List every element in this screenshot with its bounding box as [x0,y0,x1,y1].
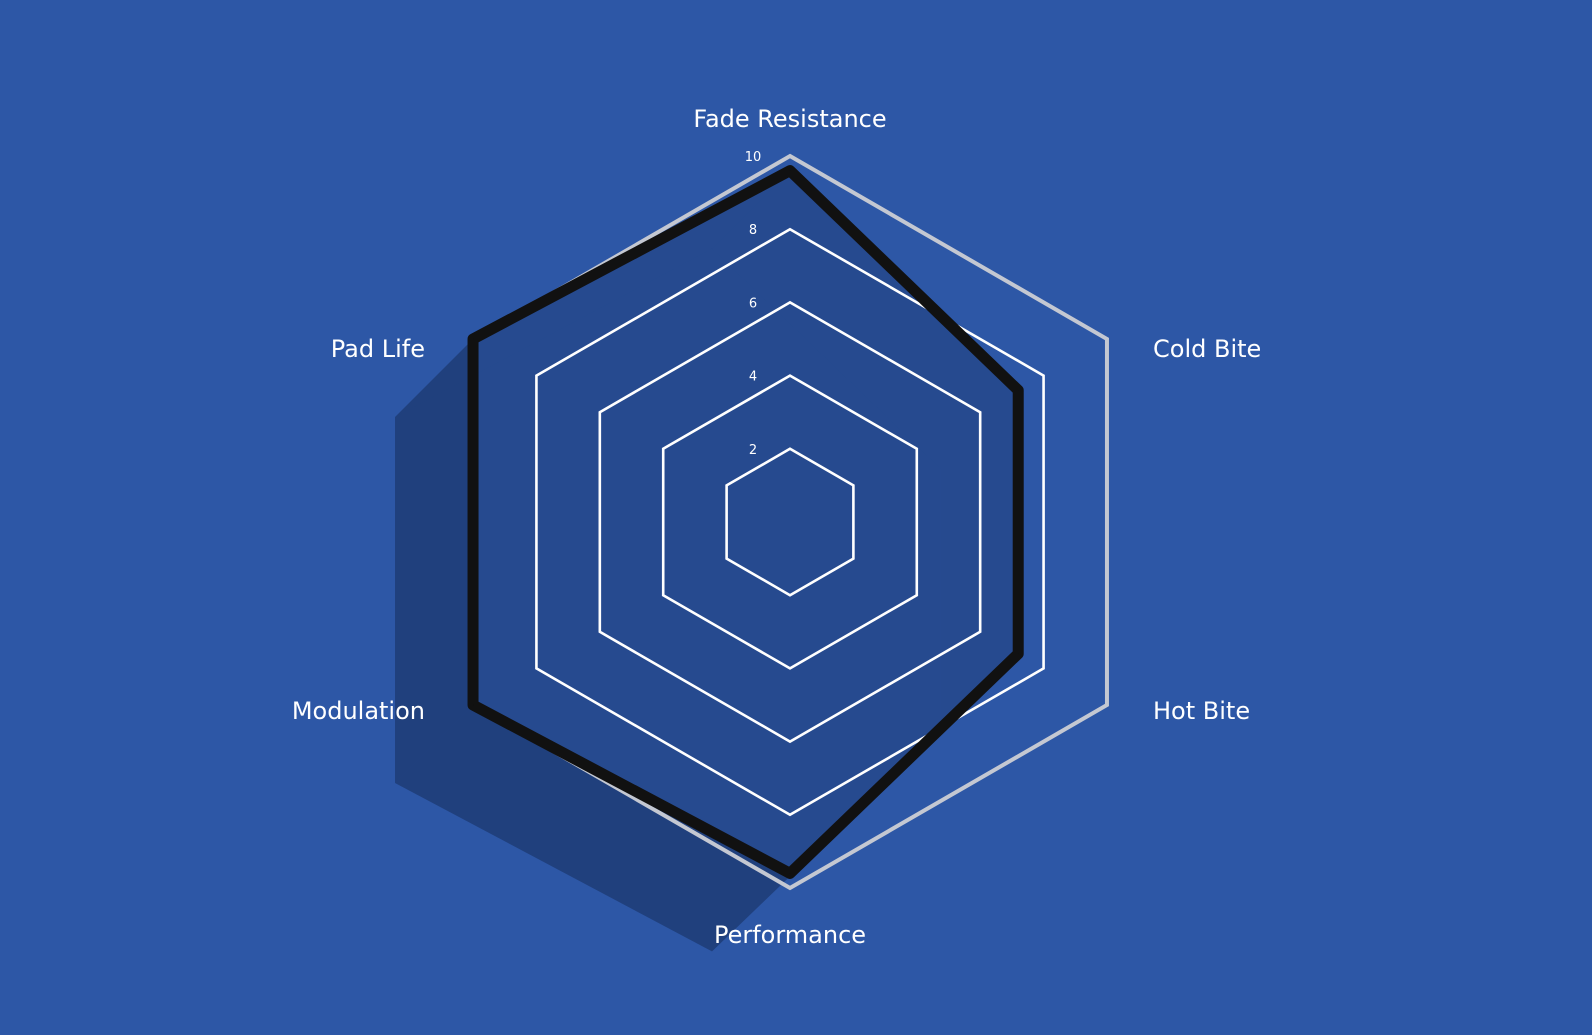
axis-label-fade-resistance: Fade Resistance [693,105,886,133]
axis-label-performance: Performance [714,921,866,949]
series-shadow-band [395,705,790,952]
series-point-modulation [472,704,474,706]
series-point-cold-bite [1017,389,1019,391]
tick-label: 2 [749,443,757,458]
series-layer [467,165,1024,879]
series-point-performance [789,872,791,874]
series-shadow-band [395,339,474,783]
axis-label-modulation: Modulation [292,697,425,725]
axis-label-pad-life: Pad Life [331,335,425,363]
tick-label: 10 [745,150,762,165]
tick-label: 8 [749,223,757,238]
series-point-pad-life [472,338,474,340]
series-point-hot-bite [1017,653,1019,655]
series-point-fade-resistance [789,170,791,172]
grid-ring-8 [535,227,1045,817]
tick-label: 4 [749,370,757,385]
axis-label-cold-bite: Cold Bite [1153,335,1261,363]
grid-ring-2 [725,447,855,597]
axis-label-hot-bite: Hot Bite [1153,697,1250,725]
grid-ring-6 [598,300,982,744]
tick-label-layer: 2 4 6 8 10 [745,150,762,458]
tick-label: 6 [749,296,757,311]
series-shadow-band [395,170,790,417]
series-shadow-band [712,170,1019,469]
grid-ring-4 [661,374,919,670]
series-shadow [395,248,941,952]
